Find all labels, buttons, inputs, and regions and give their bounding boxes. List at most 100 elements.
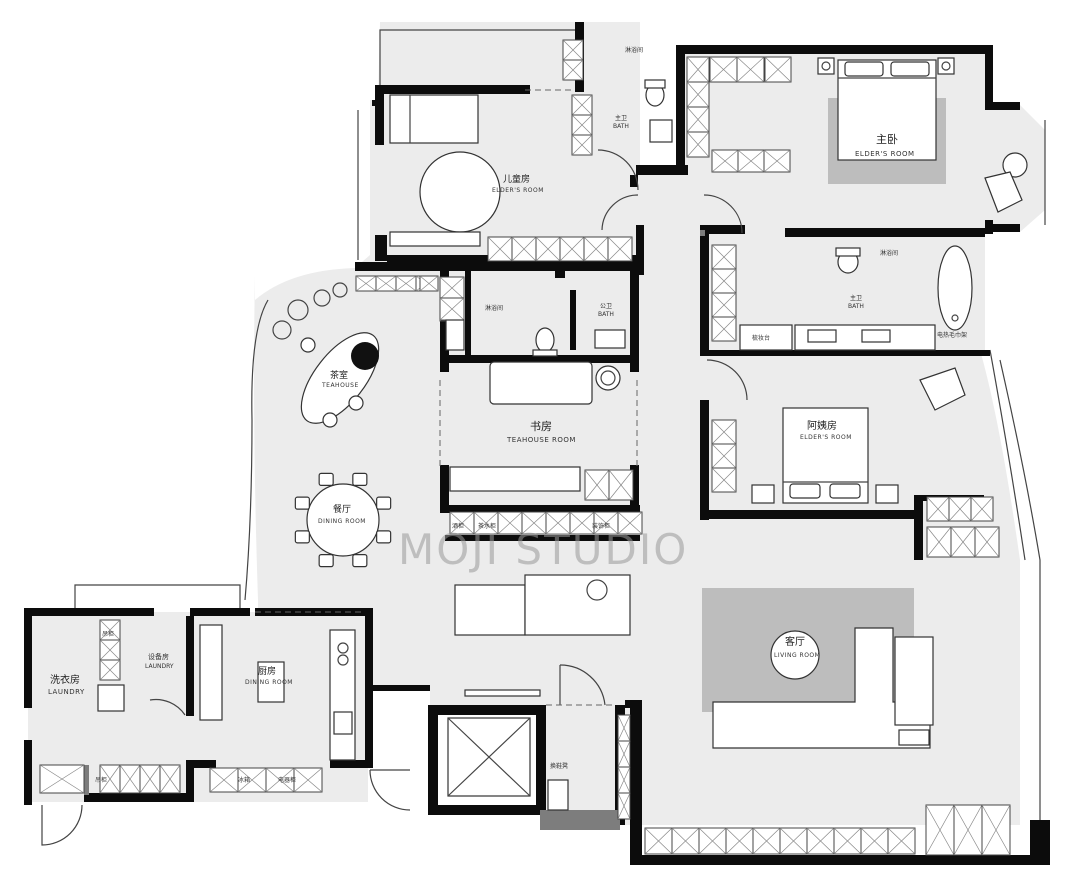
cabinet-cross <box>737 149 765 173</box>
cabinet-cross <box>860 827 889 855</box>
room-labels: 主卧 ELDER'S ROOM 儿童房 ELDER'S ROOM 主卫 BATH… <box>48 46 967 784</box>
cabinet-cross <box>584 469 610 501</box>
cabinet-cross <box>439 276 465 300</box>
cabinet-cross <box>644 827 673 855</box>
label-master-cn: 主卧 <box>876 133 898 146</box>
label-study-en: TEAHOUSE ROOM <box>506 436 576 444</box>
study-desk <box>449 466 581 492</box>
cabinet-cross <box>617 792 631 820</box>
cabinet-cross <box>974 526 1000 558</box>
cabinet-cross <box>535 236 561 262</box>
cabinet-cross <box>925 804 955 856</box>
label-vanity: 梳妆台 <box>752 334 770 342</box>
label-laundry-cn: 洗衣房 <box>50 673 80 686</box>
cabinet-cross <box>293 767 323 793</box>
cabinet-cross <box>671 827 700 855</box>
island-table <box>454 584 526 636</box>
label-study-cn: 书房 <box>530 420 552 433</box>
label-nanny-cn: 阿姨房 <box>807 419 837 432</box>
cabinet-cross <box>608 469 634 501</box>
label-living-en: LIVING ROOM <box>774 652 820 659</box>
cabinet-cross <box>711 316 737 342</box>
cabinet-cross <box>736 56 765 83</box>
bathtub <box>937 245 973 331</box>
label-laundry-en: LAUNDRY <box>48 688 85 696</box>
cabinet-cross <box>419 275 439 292</box>
label-public-bath-en: BATH <box>598 311 614 318</box>
cabinet-cross <box>711 244 737 270</box>
label-equipment-en: LAUNDRY <box>145 663 174 670</box>
cabinet-cross <box>395 275 417 292</box>
cabinet-cross <box>763 149 791 173</box>
cabinets <box>39 39 1011 856</box>
cabinet-cross <box>953 804 983 856</box>
cabinet-cross <box>511 236 537 262</box>
kids-bed <box>389 94 479 144</box>
cabinet-cross <box>725 827 754 855</box>
label-guest-bath-en: BATH <box>848 303 864 310</box>
cabinet-cross <box>950 526 976 558</box>
cabinet-cross <box>948 496 972 522</box>
cabinet-cross <box>711 268 737 294</box>
cabinet-cross <box>449 511 475 535</box>
cabinet-cross <box>99 764 121 794</box>
cabinet-cross <box>99 659 121 681</box>
cabinet-cross <box>99 639 121 661</box>
cabinet-cross <box>752 827 781 855</box>
cabinet-cross <box>159 764 181 794</box>
dining-chair <box>318 554 334 568</box>
cabinet-cross <box>981 804 1011 856</box>
cabinet-cross <box>686 106 710 133</box>
label-master-en: ELDER'S ROOM <box>855 150 915 158</box>
label-shower-1: 淋浴间 <box>625 46 643 54</box>
cabinet-cross <box>833 827 862 855</box>
label-shoe-cabinet: 换鞋凳 <box>550 762 568 770</box>
cabinet-cross <box>237 767 267 793</box>
cabinet-cross <box>571 114 593 136</box>
cabinet-cross <box>970 496 994 522</box>
cabinet-cross <box>698 827 727 855</box>
cabinet-cross <box>265 767 295 793</box>
cabinet-cross <box>617 740 631 768</box>
label-dining-cn: 餐厅 <box>333 503 351 515</box>
label-master-bath-en: BATH <box>613 123 629 130</box>
label-nanny-en: ELDER'S ROOM <box>800 434 852 441</box>
dining-chair <box>352 472 368 486</box>
cabinet-cross <box>119 764 141 794</box>
cabinet-cross <box>607 236 633 262</box>
label-living-cn: 客厅 <box>785 635 805 648</box>
cabinet-cross <box>711 292 737 318</box>
dining-chair <box>352 554 368 568</box>
label-cab1: 酒柜 <box>452 522 464 530</box>
label-kitchen-cab: 吊柜 <box>95 776 107 784</box>
watermark: MOJI STUDIO <box>398 525 688 574</box>
dining-chair <box>294 496 310 510</box>
cabinet-cross <box>473 511 499 535</box>
cabinet-cross <box>439 297 465 321</box>
cabinet-cross <box>99 619 121 641</box>
cabinet-cross <box>711 419 737 445</box>
label-tea-en: TEAHOUSE <box>321 382 359 389</box>
cabinet-cross <box>569 511 595 535</box>
cabinet-cross <box>686 81 710 108</box>
label-kitchen-en: DINING ROOM <box>245 679 293 686</box>
cabinet-cross <box>139 764 161 794</box>
cabinet-cross <box>571 134 593 156</box>
label-shower-2: 淋浴间 <box>485 304 503 312</box>
balcony-outline <box>74 29 1046 830</box>
cabinet-cross <box>487 236 513 262</box>
doors <box>41 89 748 846</box>
study-sofa <box>489 361 593 405</box>
cabinet-cross <box>375 275 397 292</box>
dining-chair <box>318 472 334 486</box>
cabinet-cross <box>779 827 808 855</box>
cabinet-cross <box>545 511 571 535</box>
cabinet-cross <box>926 526 952 558</box>
cabinet-cross <box>711 443 737 469</box>
cabinet-cross <box>887 827 916 855</box>
cabinet-cross <box>39 764 85 794</box>
cabinet-cross <box>209 767 239 793</box>
cabinet-cross <box>617 766 631 794</box>
label-laundry-cab: 吊柜 <box>102 630 114 638</box>
